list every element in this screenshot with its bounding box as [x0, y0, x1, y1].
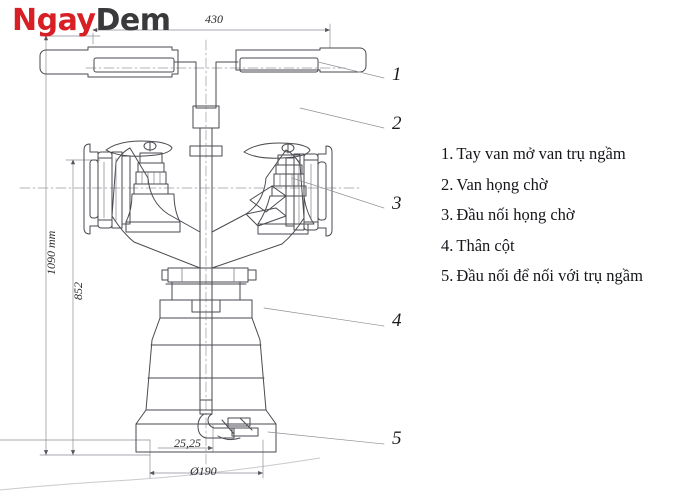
legend-item-2-number: 2. — [441, 174, 454, 194]
dimension-overall-height: 1090 mm — [44, 230, 58, 275]
callout-number-2: 2 — [392, 113, 402, 134]
dimension-body-height: 852 — [71, 282, 85, 300]
scan-artifact-line — [0, 457, 321, 491]
ngaydem-watermark-logo: NgayDem — [12, 3, 171, 38]
legend-item-5-number: 5. — [441, 266, 454, 285]
hydrant-technical-drawing — [0, 23, 385, 479]
callout-number-4: 4 — [392, 310, 402, 331]
legend-item-1-text: Tay van mở van trụ ngầm — [456, 144, 626, 163]
legend-item-3-text: Đầu nối họng chờ — [456, 205, 575, 224]
legend-item-4: 4.Thân cột — [441, 235, 691, 255]
dimension-base-diameter: Ø190 — [190, 464, 217, 478]
logo-text-primary: Ngay — [12, 3, 96, 38]
logo-text-secondary: Dem — [95, 3, 171, 38]
legend-item-3: 3.Đầu nối họng chờ — [441, 205, 691, 224]
legend-item-3-number: 3. — [441, 205, 454, 224]
legend-item-5-text: Đầu nối để nối với trụ ngầm — [456, 266, 643, 285]
callout-number-1: 1 — [392, 64, 402, 85]
legend-item-1-number: 1. — [441, 144, 454, 163]
legend-item-5: 5.Đầu nối để nối với trụ ngầm — [441, 266, 691, 285]
callout-number-5: 5 — [392, 428, 402, 449]
legend-item-2: 2.Van họng chờ — [441, 174, 691, 194]
legend-item-4-text: Thân cột — [456, 235, 515, 255]
callout-number-3: 3 — [392, 193, 402, 214]
legend-list: 1.Tay van mở van trụ ngầm 2.Van họng chờ… — [441, 144, 691, 299]
legend-item-2-text: Van họng chờ — [456, 174, 548, 194]
legend-item-4-number: 4. — [441, 235, 454, 255]
dimension-base-offset: 25,25 — [174, 436, 201, 450]
dimension-overall-width: 430 — [205, 12, 223, 26]
legend-item-1: 1.Tay van mở van trụ ngầm — [441, 144, 691, 163]
